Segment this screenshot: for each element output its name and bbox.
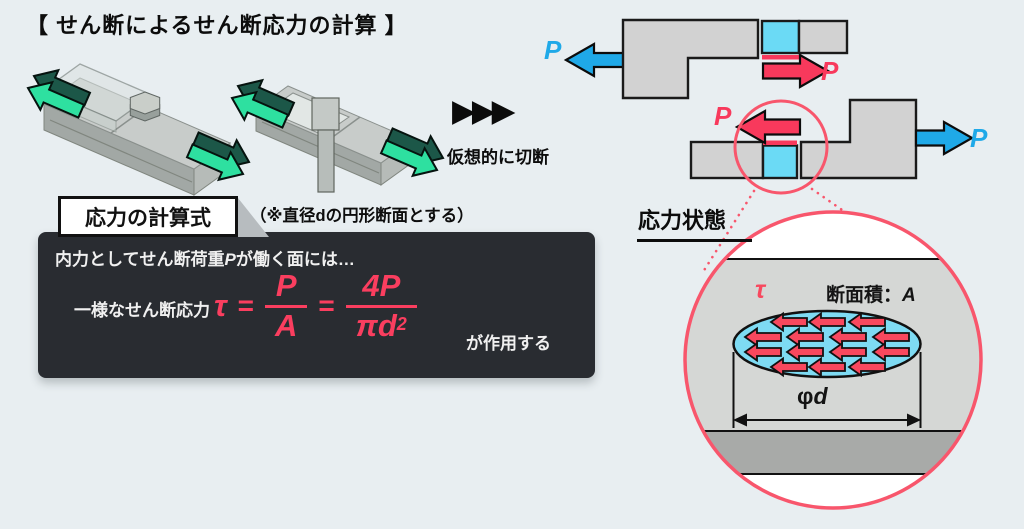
upper-left-plate-shape	[621, 18, 760, 100]
fraction1-denominator: A	[265, 304, 308, 343]
magnifier-view	[683, 210, 983, 510]
formula-heading-text: 応力の計算式	[85, 206, 211, 230]
formula-heading: 応力の計算式	[58, 196, 238, 237]
joint-illustration-cut	[230, 78, 445, 193]
internal-force-arrow-red-right-icon	[761, 53, 831, 89]
internal-force-arrow-red-left-icon	[734, 109, 802, 145]
intro-pre: 内力としてせん断荷重	[55, 250, 225, 269]
shear-section-upper	[760, 19, 801, 55]
formula-suffix: が作用する	[466, 334, 551, 353]
formula-fraction-2: 4P πd2	[345, 268, 417, 343]
formula-note: （※直径dの円形断面とする）	[250, 207, 474, 225]
shear-stress-arrow-icon	[828, 341, 867, 363]
shear-plane-line-upper	[762, 55, 799, 60]
formula-tau: τ	[214, 288, 227, 324]
fraction1-numerator: P	[275, 268, 297, 303]
cut-indicator-label: 仮想的に切断	[447, 148, 549, 167]
shear-stress-arrow-icon	[807, 311, 846, 333]
joint1-seam-front	[49, 119, 193, 183]
diameter-variable: d	[813, 383, 828, 409]
cross-section-area-label: 断面積：A	[826, 280, 916, 307]
shear-stress-arrow-icon	[807, 356, 846, 378]
intro-post: が働く面には…	[235, 250, 355, 269]
tau-label: τ	[755, 276, 766, 304]
shear-stress-arrow-icon	[769, 356, 808, 378]
highlight-circle	[733, 99, 829, 195]
bolt-head-icon	[129, 91, 161, 122]
lower-left-plate-shape	[689, 140, 765, 180]
shear-stress-arrow-icon	[785, 341, 824, 363]
shear-stress-arrows	[743, 311, 910, 378]
fraction2-numerator: 4P	[362, 268, 401, 303]
load-label-upper-right: P	[821, 56, 839, 86]
formula-equals-1: =	[237, 290, 255, 322]
diameter-label: φd	[797, 383, 828, 410]
phi-symbol: φ	[797, 383, 814, 409]
load-label-lower-left: P	[714, 101, 732, 131]
shear-plane-line-lower	[763, 140, 797, 145]
cut-bolt-shape	[311, 97, 340, 193]
area-variable: A	[902, 285, 916, 306]
free-body-upper	[563, 18, 849, 100]
stress-state-heading: 応力状態	[637, 203, 753, 242]
formula-fraction-1: P A	[265, 268, 308, 343]
shear-section-lower	[761, 144, 799, 180]
pull-arrow-right-icon	[379, 127, 445, 178]
fraction2-exponent: 2	[396, 313, 407, 334]
fraction2-denominator: πd2	[345, 304, 417, 343]
uniform-shear-label: 一様なせん断応力	[74, 301, 210, 320]
shear-stress-formula: τ = P A = 4P πd2	[214, 268, 417, 343]
joint2-seam-top	[329, 116, 361, 140]
joint-illustration-bolted	[26, 63, 251, 196]
shear-stress-arrow-icon	[743, 341, 782, 363]
intro-load-var: P	[224, 250, 236, 269]
pull-arrow-left-icon	[26, 68, 92, 119]
lower-right-plate-shape	[799, 98, 918, 180]
load-label-lower-right: P	[970, 123, 988, 153]
pull-arrow-right-icon	[185, 131, 251, 182]
fraction2-denominator-base: πd	[355, 307, 397, 343]
fast-forward-icon: ▶▶▶	[452, 93, 516, 128]
main-title: 【 せん断によるせん断応力の計算 】	[26, 13, 408, 38]
shear-stress-arrow-icon	[871, 341, 910, 363]
heading-notch-shape	[238, 198, 269, 237]
shear-stress-arrow-icon	[769, 311, 808, 333]
formula-intro-line: 内力としてせん断荷重Pが働く面には…	[55, 245, 355, 270]
shear-stress-arrow-icon	[847, 356, 886, 378]
plate-band-dark	[685, 431, 981, 474]
applied-force-arrow-blue-right-icon	[914, 120, 975, 156]
shear-stress-arrow-icon	[847, 311, 886, 333]
applied-force-arrow-blue-left-icon	[563, 42, 626, 78]
load-label-upper-left: P	[544, 35, 562, 65]
area-label-text: 断面積：	[826, 285, 903, 306]
magnifier-circle-outline	[683, 210, 983, 510]
upper-right-plate-shape	[797, 19, 849, 55]
diameter-dimension-line	[733, 413, 921, 427]
free-body-lower	[689, 98, 975, 283]
formula-panel: 内力としてせん断荷重Pが働く面には… 一様なせん断応力 τ = P A = 4P…	[38, 232, 595, 378]
pull-arrow-left-icon	[230, 78, 296, 129]
formula-equals-2: =	[318, 290, 335, 322]
